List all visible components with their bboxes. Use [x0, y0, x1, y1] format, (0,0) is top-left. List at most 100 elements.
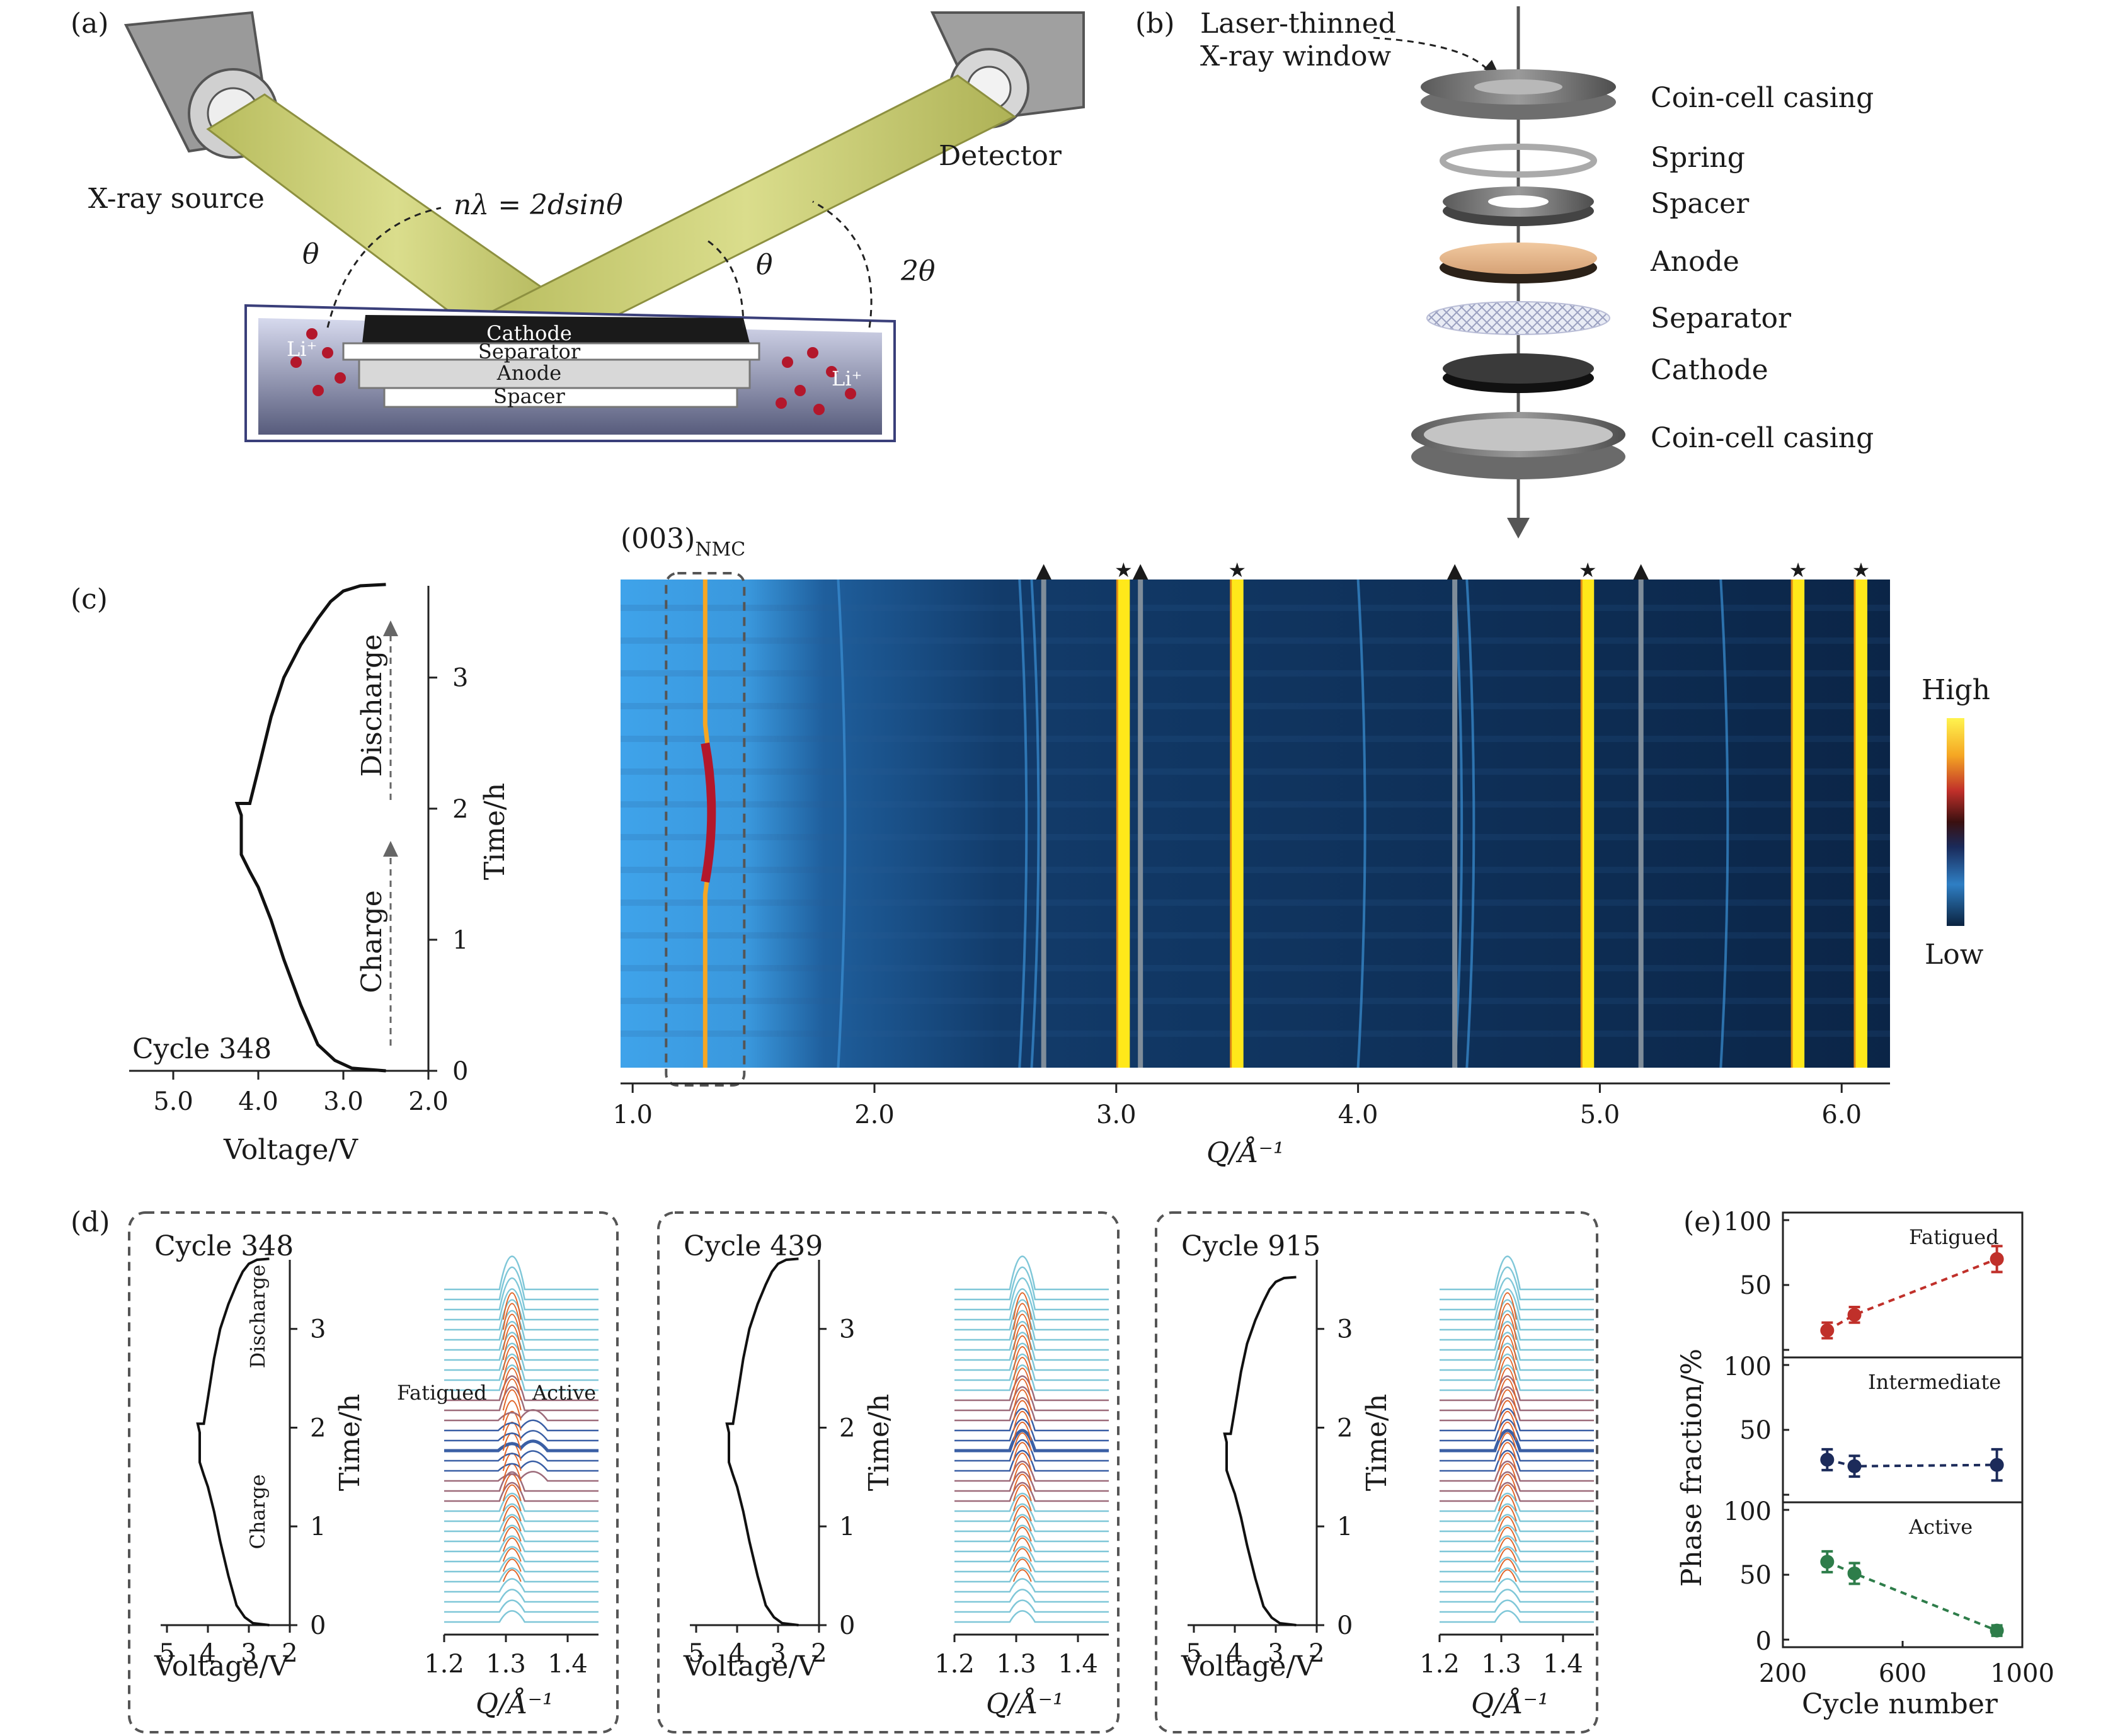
e-data-point	[1990, 1458, 2004, 1472]
d-waterfall-peak	[502, 1346, 522, 1371]
c-map-band	[621, 965, 1890, 971]
d-waterfall-peak	[1012, 1378, 1032, 1401]
c-map-marker: ★	[1579, 558, 1597, 582]
d-waterfall-peak	[502, 1389, 522, 1411]
component-label: Separator	[1651, 302, 1792, 334]
d-waterfall-line	[954, 1375, 1109, 1402]
d-waterfall-line	[954, 1450, 1109, 1472]
d-waterfall-line	[954, 1408, 1109, 1432]
d-waterfall-peak	[1498, 1484, 1517, 1502]
d-time-axis-label: Time/h	[334, 1394, 366, 1491]
d-waterfall-line	[954, 1460, 1109, 1482]
c-charge-label: Charge	[356, 890, 388, 993]
c-map-bright-peak	[1230, 580, 1244, 1068]
panel-b: (b) Laser-thinned X-ray window Coin-cell…	[1135, 6, 1874, 539]
d-q-tick-label: 1.3	[996, 1650, 1036, 1679]
d-waterfall-peak	[1498, 1389, 1517, 1411]
d-waterfall-line	[444, 1514, 599, 1533]
d-waterfall-line	[1440, 1460, 1594, 1482]
d-waterfall-line	[444, 1492, 599, 1512]
d-waterfall-peak	[1012, 1400, 1032, 1421]
e-y-tick-label: 100	[1724, 1208, 1772, 1236]
d-waterfall-peak	[1498, 1400, 1517, 1421]
d-waterfall-line	[444, 1599, 599, 1613]
c-map-marker: ★	[1228, 558, 1246, 582]
e-data-point	[1990, 1623, 2004, 1638]
c-q-tick-label: 5.0	[1580, 1100, 1620, 1129]
d-waterfall-peak	[502, 1495, 522, 1512]
c-map-marker: ★	[1114, 558, 1133, 582]
d-waterfall-line	[954, 1429, 1109, 1453]
window-label-line1: Laser-thinned	[1200, 8, 1396, 40]
d-discharge-label: Discharge	[246, 1265, 270, 1369]
c-map-background	[621, 580, 1890, 1068]
d-waterfall-line	[954, 1471, 1109, 1492]
d-waterfall-peak	[502, 1527, 522, 1542]
d-time-tick-label: 0	[839, 1611, 855, 1640]
d-waterfall-peak	[1498, 1548, 1517, 1562]
d-fatigued-label: Fatigued	[397, 1381, 487, 1405]
d-waterfall-peak	[502, 1569, 522, 1582]
d-waterfall-peak	[1498, 1325, 1517, 1351]
d-waterfall-line	[444, 1524, 599, 1543]
d-waterfall-line	[1440, 1439, 1594, 1462]
d-voltage-tick-label: 3	[1268, 1639, 1283, 1668]
c-map-thin-peak	[1138, 580, 1143, 1068]
d-waterfall-line	[954, 1482, 1109, 1502]
d-waterfall-peak	[1498, 1421, 1517, 1441]
c-map-band	[621, 932, 1890, 939]
c-map-003-box	[665, 572, 746, 1087]
d-time-tick-label: 1	[1337, 1512, 1353, 1541]
d-voltage-tick-label: 5	[1186, 1639, 1201, 1668]
c-map-thin-peak	[1638, 580, 1644, 1068]
d-waterfall-peak	[1012, 1314, 1032, 1340]
d-waterfall-line	[954, 1266, 1109, 1301]
stack-components	[1411, 69, 1625, 479]
d-waterfall-line	[1440, 1364, 1594, 1391]
d-waterfall-line	[444, 1342, 599, 1371]
theta-left-label: θ	[302, 238, 319, 270]
d-waterfall-line	[1440, 1299, 1594, 1331]
d-time-tick-label: 0	[1337, 1611, 1353, 1640]
d-waterfall-line	[1440, 1310, 1594, 1341]
d-waterfall-line	[954, 1255, 1109, 1291]
d-waterfall-line	[444, 1471, 599, 1482]
d-waterfall-peak	[502, 1548, 522, 1562]
coin-cell-cutaway	[244, 304, 896, 442]
c-map-faint-peak	[1030, 579, 1040, 1068]
d-waterfall-line	[444, 1332, 599, 1361]
d-voltage-axis-label: Voltage/V	[683, 1650, 818, 1682]
d-waterfall-peak	[502, 1325, 522, 1351]
c-map-marker: ▲	[1447, 558, 1463, 582]
component-label: Coin-cell casing	[1651, 422, 1874, 454]
d-waterfall-line	[444, 1578, 599, 1593]
c-voltage-tick-label: 3.0	[323, 1087, 364, 1116]
e-data-point	[1820, 1555, 1835, 1569]
d-q-axis-label: Q/Å⁻¹	[1471, 1687, 1549, 1720]
d-cycle-label: Cycle 915	[1181, 1230, 1320, 1262]
d-waterfall-peak	[1498, 1335, 1517, 1361]
d-time-tick-label: 3	[310, 1315, 326, 1344]
panel-c-label: (c)	[71, 583, 108, 615]
d-voltage-axis-label: Voltage/V	[154, 1650, 289, 1682]
d-waterfall-line	[444, 1556, 599, 1573]
d-waterfall-line	[1440, 1589, 1594, 1603]
d-subpanel-box	[657, 1211, 1120, 1733]
e-y-tick-label: 50	[1739, 1561, 1772, 1590]
c-map-band	[621, 1031, 1890, 1037]
c-q-tick-label: 4.0	[1338, 1100, 1378, 1129]
d-time-tick-label: 1	[310, 1512, 326, 1541]
e-data-point	[1990, 1252, 2004, 1266]
c-q-tick-label: 3.0	[1096, 1100, 1137, 1129]
d-waterfall-line	[954, 1546, 1109, 1563]
e-y-tick-label: 100	[1724, 1352, 1772, 1381]
two-theta-arc	[812, 200, 873, 328]
d-waterfall-line	[954, 1535, 1109, 1553]
d-waterfall-line	[1440, 1546, 1594, 1563]
d-waterfall-peak	[1012, 1505, 1032, 1522]
d-waterfall-peak	[1012, 1463, 1032, 1482]
c-q-tick-label: 6.0	[1821, 1100, 1862, 1129]
d-q-tick-label: 1.2	[424, 1650, 464, 1679]
d-waterfall-line	[954, 1386, 1109, 1412]
